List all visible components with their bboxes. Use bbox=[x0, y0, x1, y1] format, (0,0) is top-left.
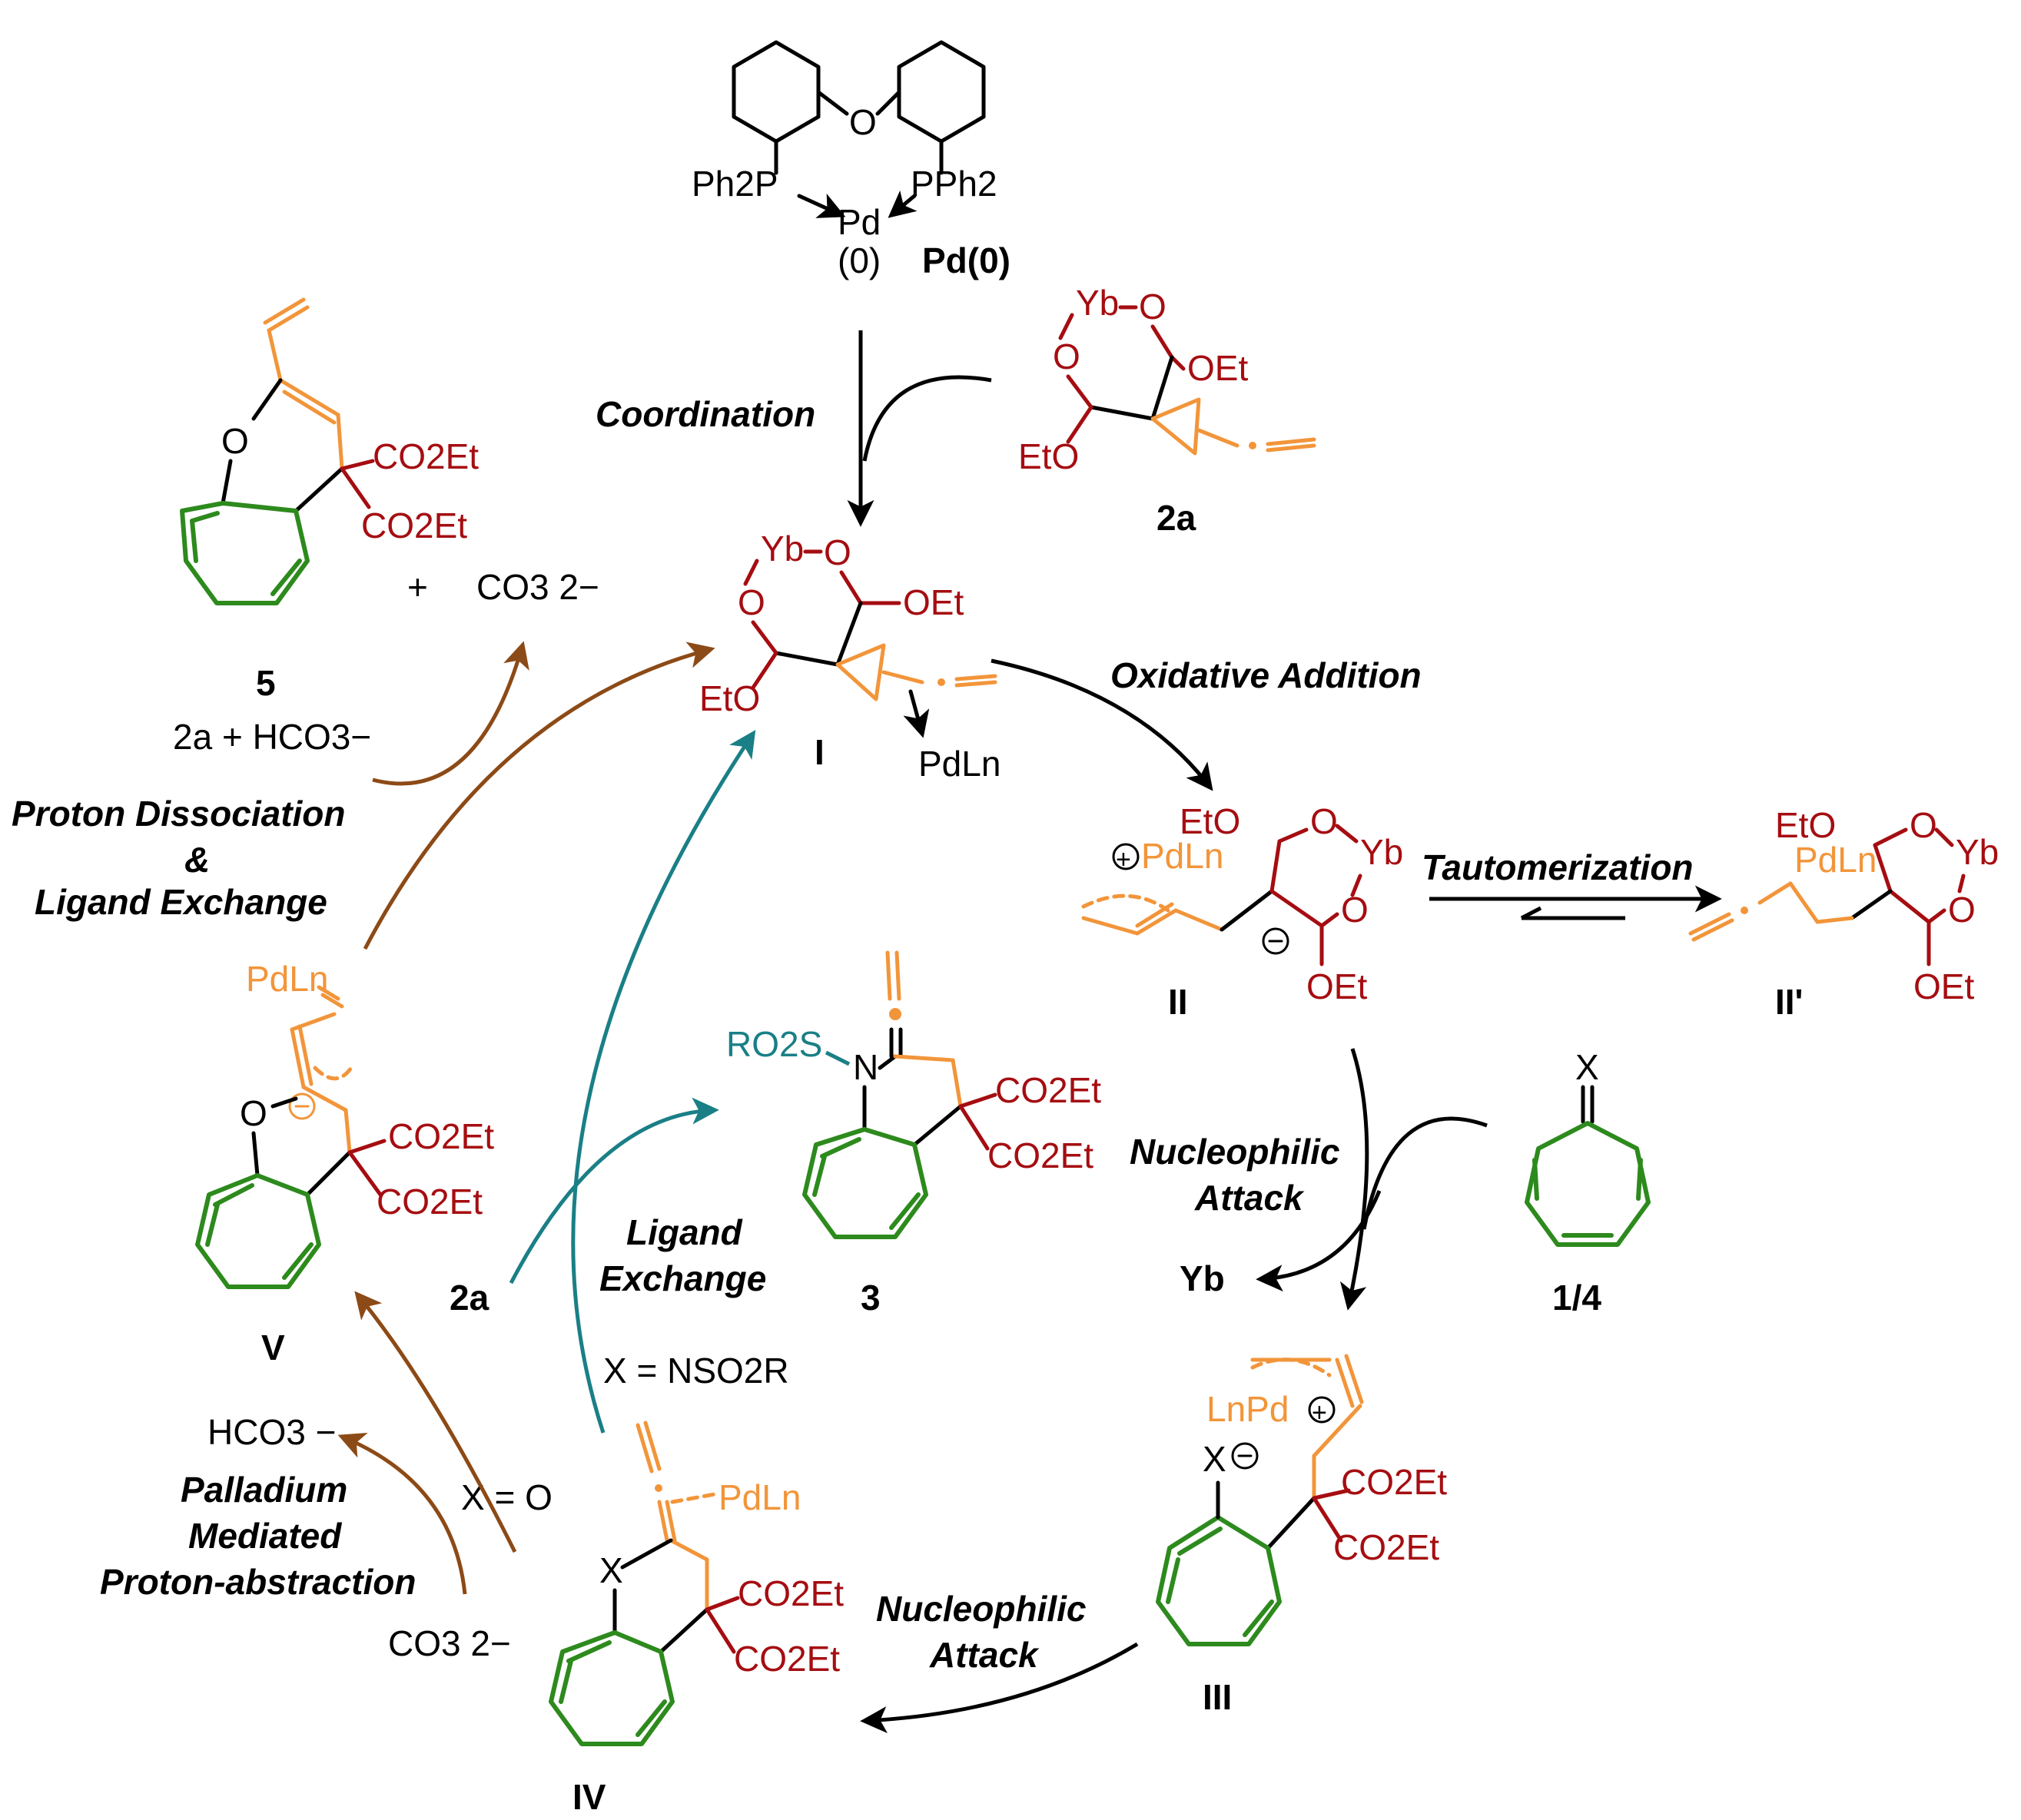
compound-1-4-label: 1/4 bbox=[1552, 1278, 1601, 1318]
carbonate-bottom: CO3 2− bbox=[388, 1623, 511, 1663]
I-o-top: O bbox=[824, 532, 851, 572]
x-equals-nso2r: X = NSO2R bbox=[603, 1351, 789, 1391]
svg-text:+: + bbox=[1312, 1398, 1327, 1427]
arrows bbox=[337, 330, 1722, 1734]
5-o: O bbox=[221, 421, 249, 461]
IV-co2et-1: CO2Et bbox=[738, 1573, 844, 1613]
II-eto: EtO bbox=[1180, 801, 1240, 841]
II-o-lower: O bbox=[1341, 890, 1369, 930]
ligand-oxidation-state: (0) bbox=[838, 240, 881, 280]
IIp-pdln: PdLn bbox=[1794, 840, 1877, 880]
step-oxidative-addition: Oxidative Addition bbox=[1110, 655, 1422, 695]
II-pdln: PdLn bbox=[1141, 836, 1223, 876]
compound-I-label: I bbox=[815, 732, 825, 772]
x-equals-o: X = O bbox=[461, 1477, 553, 1517]
I-eto: EtO bbox=[699, 678, 760, 718]
IIp-yb: Yb bbox=[1956, 832, 1999, 872]
step-nucleophilic-attack-1b: Attack bbox=[1194, 1178, 1305, 1218]
step-pd-mediated-b: Mediated bbox=[188, 1516, 342, 1556]
I-o-left: O bbox=[738, 582, 765, 622]
V-co2et-1: CO2Et bbox=[388, 1116, 494, 1156]
III-x: X bbox=[1203, 1439, 1226, 1479]
intermediate-III-structure: LnPd + CO2Et CO2Et X III bbox=[1156, 1354, 1447, 1717]
intermediate-II-prime-structure: EtO O Yb O OEt PdLn II' bbox=[1688, 805, 1999, 1022]
IIp-eto: EtO bbox=[1775, 805, 1836, 845]
ligand-pd: Pd bbox=[838, 202, 881, 242]
compound-3-label: 3 bbox=[861, 1278, 881, 1318]
step-ligand-exchange-b: Exchange bbox=[599, 1258, 766, 1298]
compound-IV-label: IV bbox=[572, 1777, 606, 1817]
IIp-o-upper: O bbox=[1910, 805, 1937, 845]
ligand-oxygen: O bbox=[849, 102, 877, 142]
step-coordination: Coordination bbox=[596, 394, 815, 434]
2a-o-left: O bbox=[1053, 336, 1080, 376]
II-yb: Yb bbox=[1360, 832, 1403, 872]
compound-III-label: III bbox=[1203, 1677, 1232, 1717]
step-nucleophilic-attack-2a: Nucleophilic bbox=[876, 1589, 1086, 1629]
2a-o-top: O bbox=[1139, 287, 1166, 327]
2a-yb: Yb bbox=[1076, 283, 1119, 323]
reagent-2a-ligand-exchange: 2a bbox=[450, 1278, 489, 1318]
3-co2et-2: CO2Et bbox=[987, 1135, 1093, 1175]
5-co2et-2: CO2Et bbox=[361, 506, 467, 545]
substrate-x: X bbox=[1575, 1047, 1599, 1087]
step-proton-dissociation-c: Ligand Exchange bbox=[35, 882, 327, 922]
reagent-2a-hco3: 2a + HCO3− bbox=[173, 717, 371, 757]
V-o: O bbox=[240, 1093, 267, 1133]
2a-oet: OEt bbox=[1187, 348, 1248, 388]
compound-5-label: 5 bbox=[256, 663, 276, 703]
pd0-ligand-structure: O Ph2P PPh2 Pd (0) Pd(0) bbox=[692, 40, 1010, 280]
product-5-structure: O CO2Et CO2Et 5 bbox=[180, 297, 479, 703]
step-nucleophilic-attack-2b: Attack bbox=[929, 1635, 1040, 1675]
intermediate-V-structure: PdLn O CO2Et CO2Et V bbox=[195, 959, 494, 1367]
step-pd-mediated-c: Proton-abstraction bbox=[100, 1562, 416, 1602]
intermediate-I-structure: Yb O O OEt EtO PdLn I bbox=[699, 529, 1001, 784]
svg-text:+: + bbox=[1116, 845, 1131, 874]
I-yb: Yb bbox=[761, 529, 804, 569]
IV-co2et-2: CO2Et bbox=[734, 1639, 840, 1679]
IV-x: X bbox=[599, 1550, 623, 1590]
step-ligand-exchange-a: Ligand bbox=[626, 1212, 743, 1252]
I-oet: OEt bbox=[903, 582, 964, 622]
V-pdln: PdLn bbox=[246, 959, 328, 999]
step-tautomerization: Tautomerization bbox=[1422, 847, 1694, 887]
ligand-ph2p: Ph2P bbox=[692, 164, 778, 204]
carbonate-top: CO3 2− bbox=[476, 567, 599, 607]
II-o-upper: O bbox=[1310, 801, 1338, 841]
step-pd-mediated-a: Palladium bbox=[181, 1470, 347, 1510]
compound-2a-label: 2a bbox=[1157, 498, 1196, 538]
2a-eto: EtO bbox=[1018, 436, 1079, 476]
intermediate-IV-structure: PdLn CO2Et CO2Et X IV bbox=[549, 1421, 844, 1817]
II-oet: OEt bbox=[1306, 966, 1367, 1006]
3-co2et-1: CO2Et bbox=[995, 1070, 1101, 1110]
compound-II-prime-label: II' bbox=[1775, 982, 1804, 1022]
ligand-pph2: PPh2 bbox=[911, 164, 997, 204]
bicarbonate-left: HCO3 − bbox=[207, 1412, 336, 1452]
IIp-oet: OEt bbox=[1913, 966, 1974, 1006]
IV-pdln: PdLn bbox=[718, 1477, 801, 1517]
III-lnpd: LnPd bbox=[1206, 1389, 1289, 1429]
IIp-o-lower: O bbox=[1948, 890, 1976, 930]
pd0-label: Pd(0) bbox=[922, 240, 1010, 280]
3-ro2s: RO2S bbox=[726, 1024, 822, 1064]
III-co2et-2: CO2Et bbox=[1333, 1527, 1439, 1567]
3-n: N bbox=[853, 1047, 878, 1087]
5-co2et-1: CO2Et bbox=[373, 436, 479, 476]
yb-released: Yb bbox=[1180, 1258, 1225, 1298]
step-proton-dissociation-a: Proton Dissociation bbox=[12, 794, 345, 834]
compound-II-label: II bbox=[1168, 982, 1188, 1022]
I-pdln: PdLn bbox=[918, 744, 1001, 784]
compound-V-label: V bbox=[261, 1328, 285, 1367]
product-3-structure: RO2S N CO2Et CO2Et 3 bbox=[726, 950, 1101, 1318]
step-nucleophilic-attack-1a: Nucleophilic bbox=[1130, 1132, 1339, 1172]
reagent-2a-structure: Yb O O OEt EtO 2a bbox=[1018, 283, 1316, 538]
III-co2et-1: CO2Et bbox=[1341, 1462, 1447, 1502]
step-proton-dissociation-b: & bbox=[184, 840, 210, 880]
substrate-1-4-structure: X 1/4 bbox=[1525, 1047, 1651, 1318]
plus-sign: + bbox=[407, 567, 428, 607]
V-co2et-2: CO2Et bbox=[377, 1182, 483, 1222]
intermediate-II-structure: + PdLn EtO O Yb O OEt II bbox=[1081, 801, 1403, 1022]
